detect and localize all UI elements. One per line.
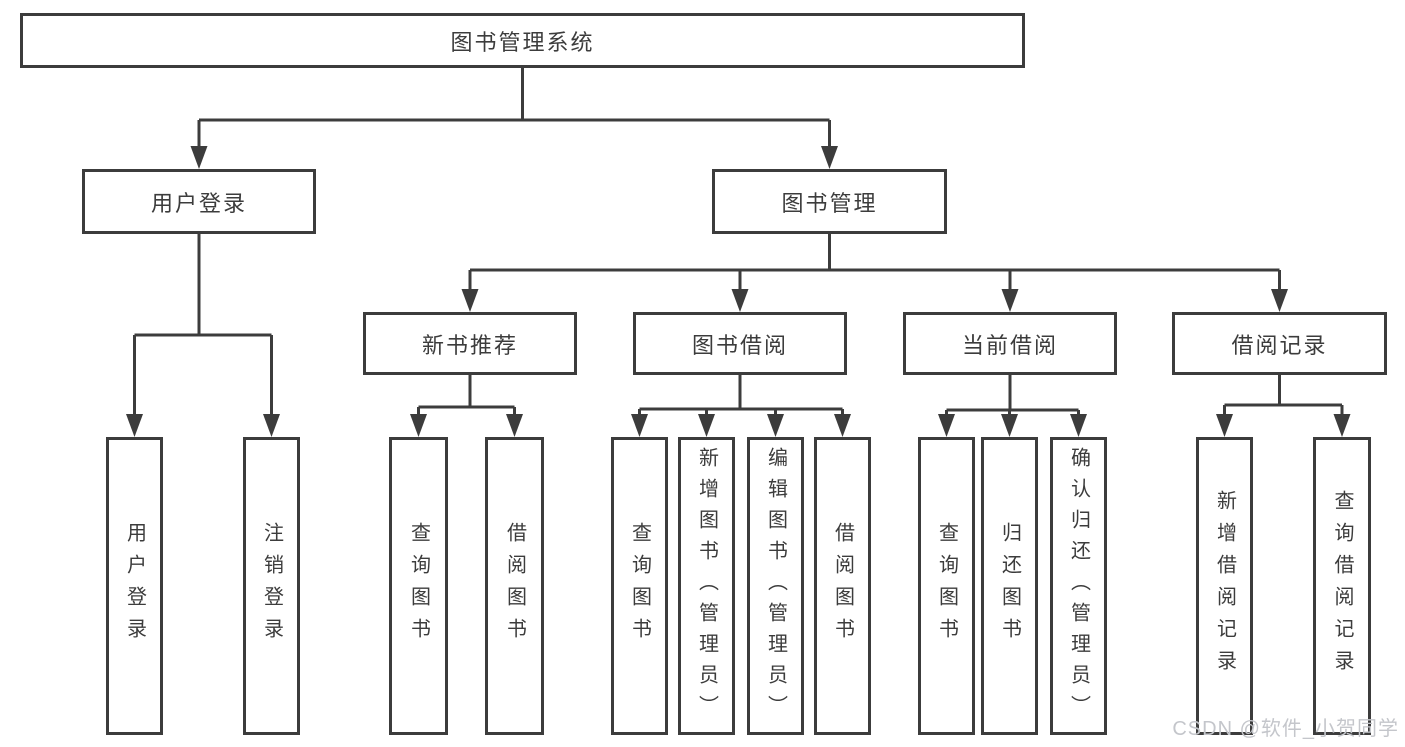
- leaf-query-books: 查询图书: [389, 437, 448, 735]
- leaf-edit-books-admin: 编辑图书（管理员）: [747, 437, 804, 735]
- leaf-query-books: 查询图书: [611, 437, 668, 735]
- node-library-management-system: 图书管理系统: [20, 13, 1025, 68]
- leaf-add-borrow-record: 新增借阅记录: [1196, 437, 1253, 735]
- leaf-query-books: 查询图书: [918, 437, 975, 735]
- node-borrowing-records: 借阅记录: [1172, 312, 1387, 375]
- leaf-confirm-return-admin: 确认归还（管理员）: [1050, 437, 1107, 735]
- leaf-borrow-books: 借阅图书: [814, 437, 871, 735]
- leaf-add-books-admin: 新增图书（管理员）: [678, 437, 735, 735]
- node-new-book-recommendation: 新书推荐: [363, 312, 577, 375]
- leaf-borrow-books: 借阅图书: [485, 437, 544, 735]
- node-user-login: 用户登录: [82, 169, 316, 234]
- leaf-query-borrow-record: 查询借阅记录: [1313, 437, 1371, 735]
- leaf-user-login: 用户登录: [106, 437, 163, 735]
- node-current-borrowing: 当前借阅: [903, 312, 1117, 375]
- arrowheads: [126, 146, 1351, 437]
- csdn-watermark: CSDN @软件_小贺同学: [1172, 718, 1399, 740]
- node-book-management: 图书管理: [712, 169, 947, 234]
- node-book-borrowing: 图书借阅: [633, 312, 847, 375]
- leaf-return-books: 归还图书: [981, 437, 1038, 735]
- leaf-logout: 注销登录: [243, 437, 300, 735]
